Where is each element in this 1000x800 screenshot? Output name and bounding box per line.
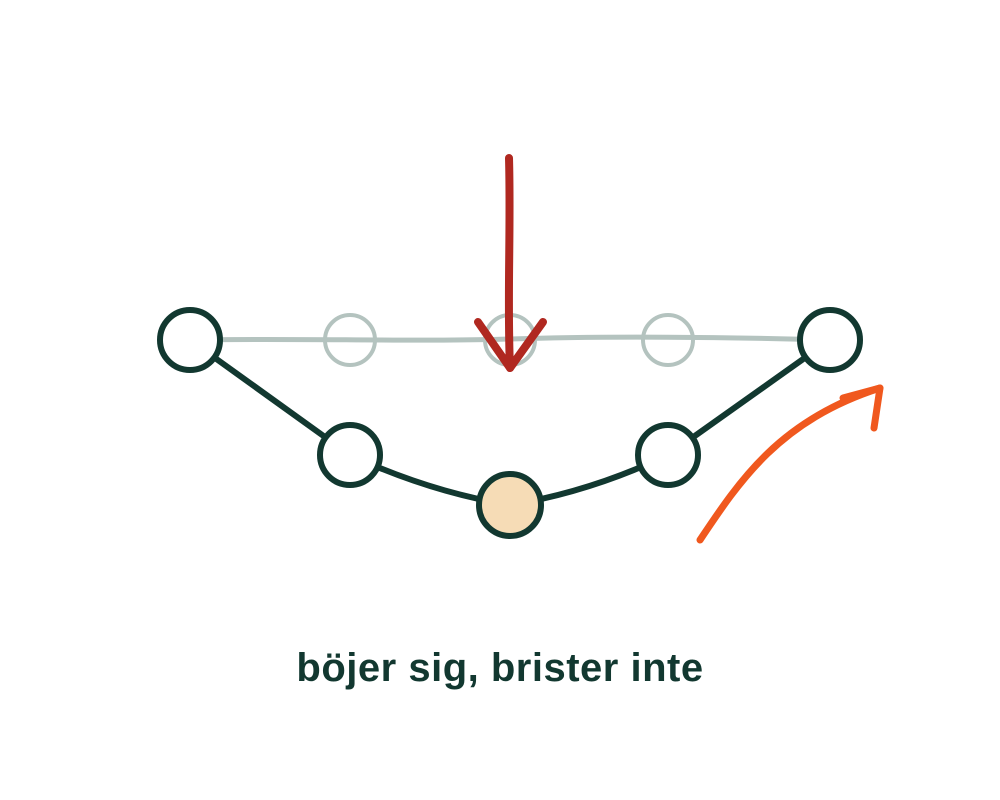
force-arrow-head	[474, 318, 547, 372]
motion-arrow-curve	[696, 384, 884, 544]
chain-node	[635, 422, 701, 488]
curved-arrow-up-icon	[696, 384, 884, 544]
loaded-node	[476, 471, 544, 539]
arrow-down-icon	[474, 154, 547, 372]
chain-node	[317, 422, 383, 488]
anchor-node-left	[157, 307, 223, 373]
ghost-node	[323, 313, 377, 367]
anchor-node-right	[797, 307, 863, 373]
ghost-node	[641, 313, 695, 367]
force-arrow-shaft	[504, 154, 514, 372]
motion-arrow-head	[839, 384, 884, 432]
bent-chain	[157, 307, 863, 539]
caption: böjer sig, brister inte	[296, 646, 704, 690]
